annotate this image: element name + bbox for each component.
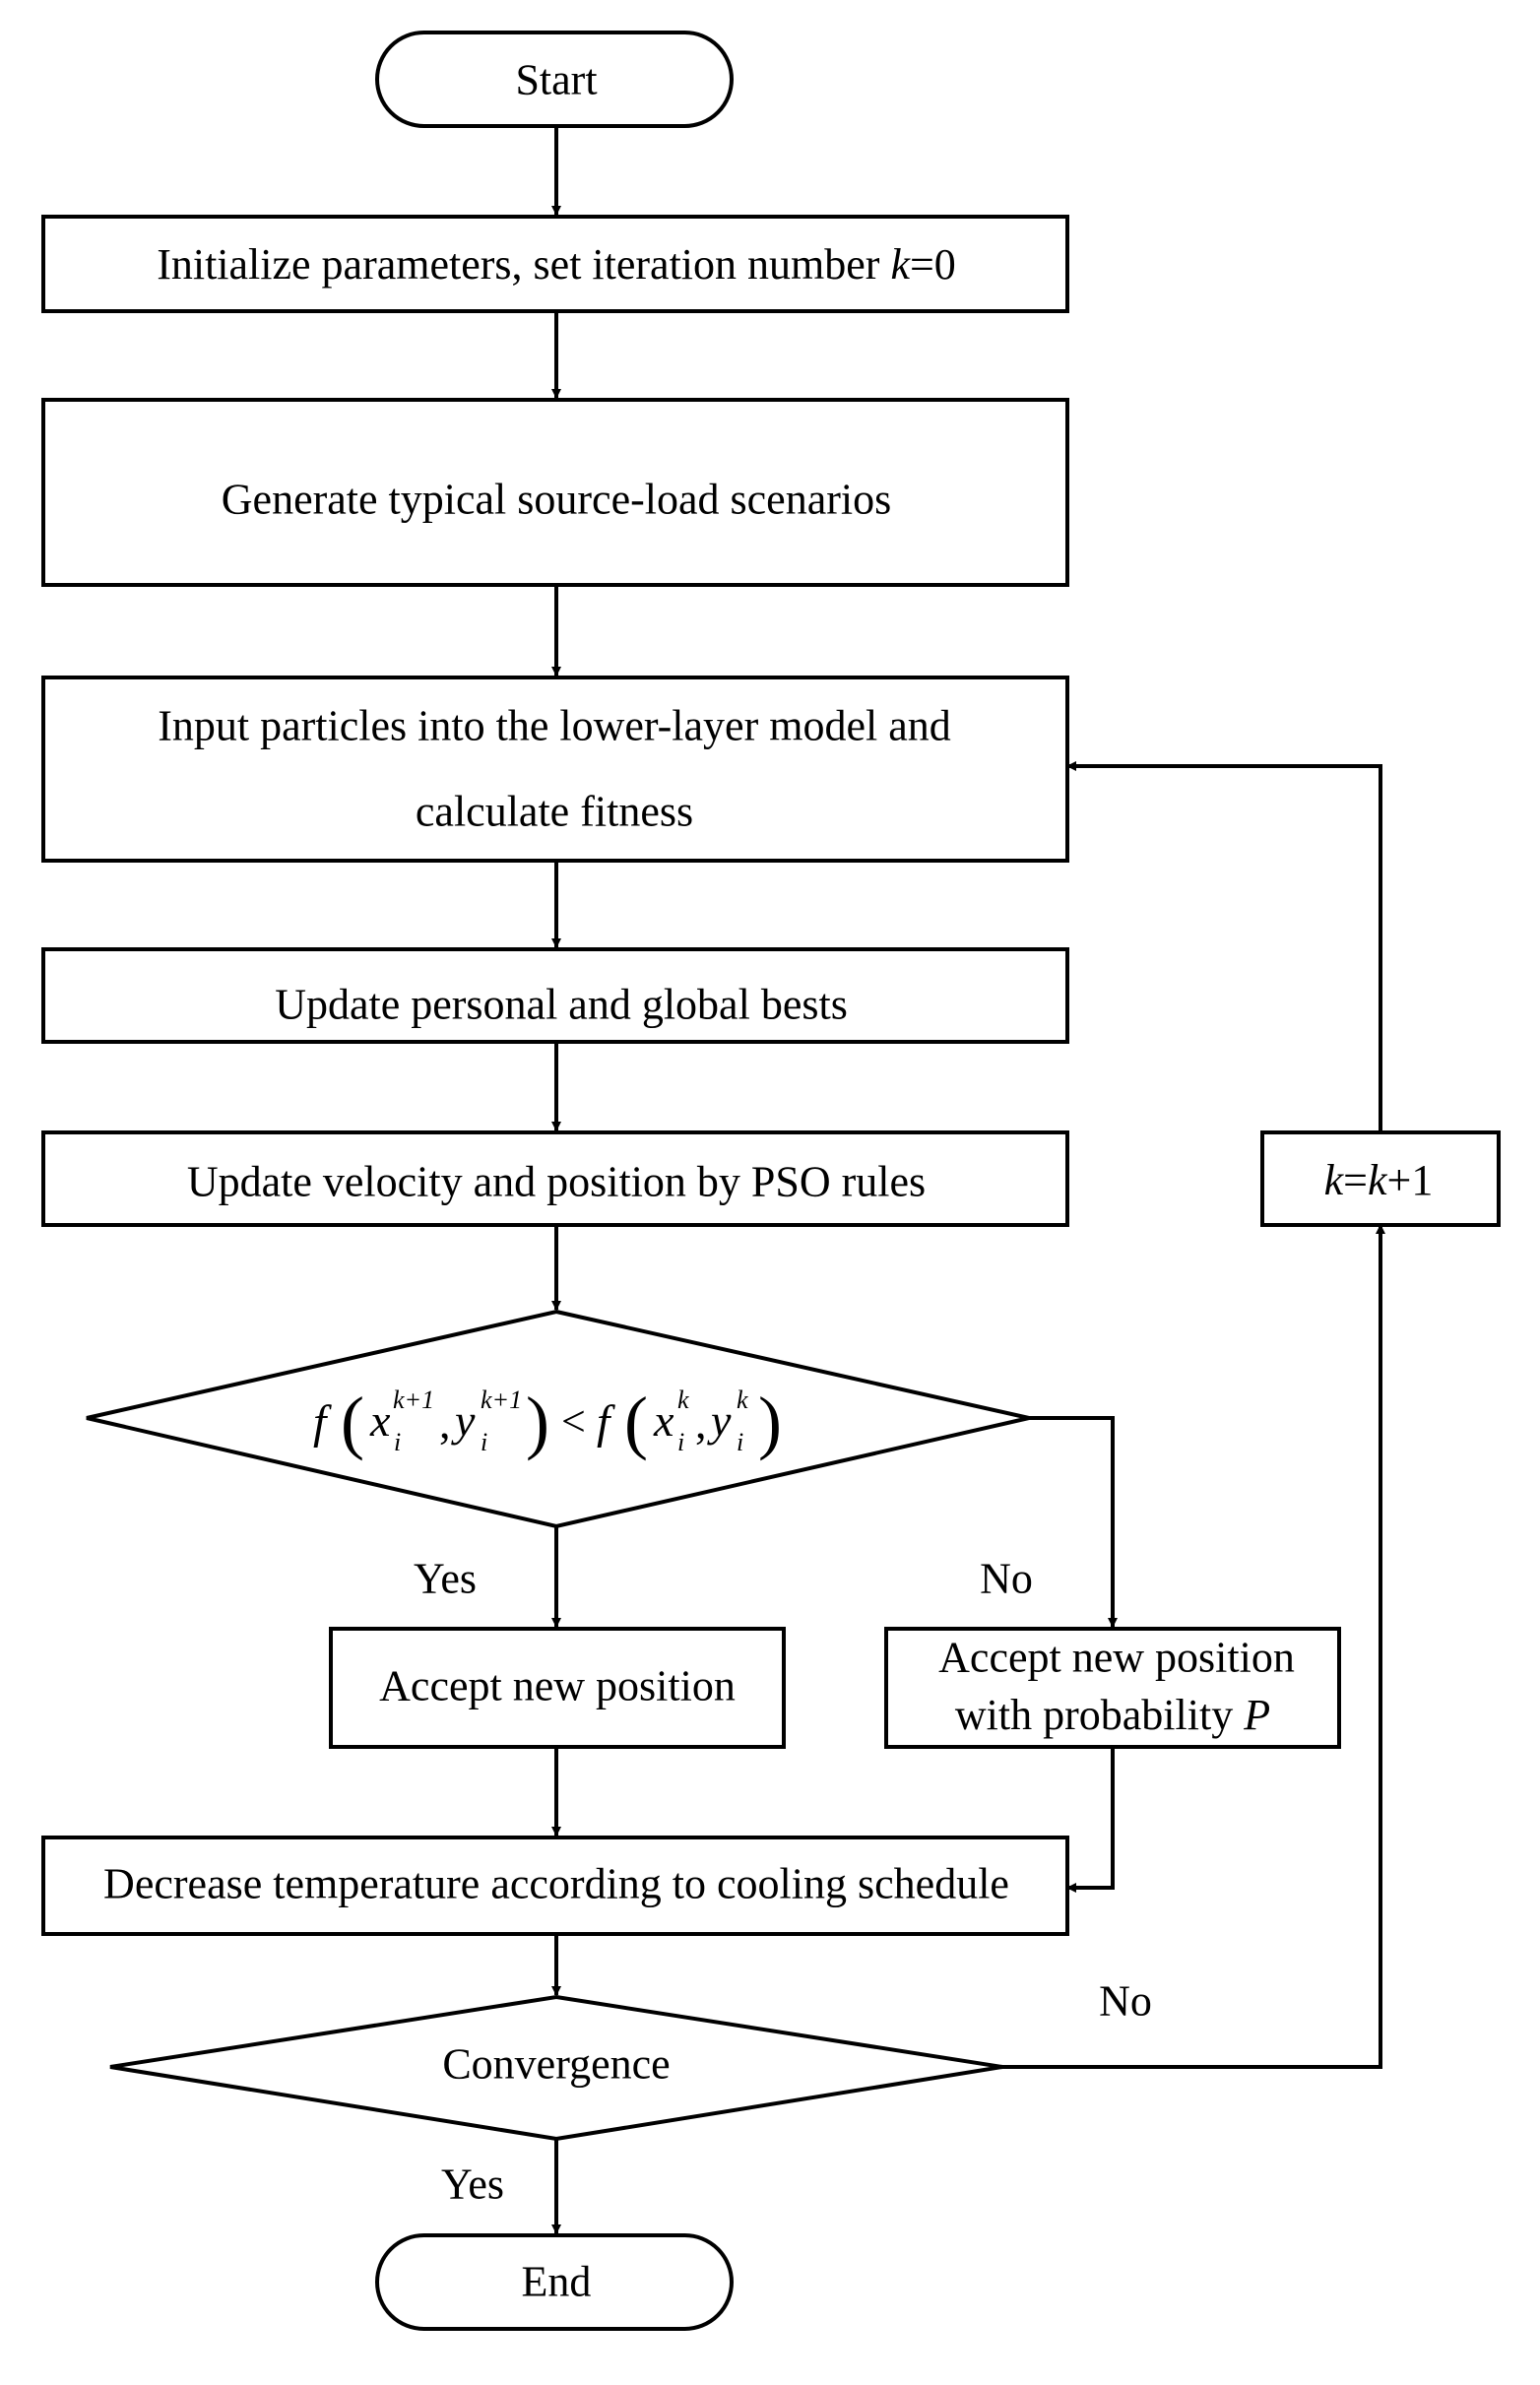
accept-prob-label-line1: Accept new position: [938, 1634, 1295, 1682]
formula-x-right-sub: i: [677, 1428, 684, 1456]
formula-y-left-sub: i: [481, 1428, 487, 1456]
formula-paren-close-left: ): [526, 1383, 549, 1461]
k-update-label: k=k+1: [1324, 1156, 1434, 1204]
decrease-temp-label: Decrease temperature according to coolin…: [103, 1860, 1009, 1908]
formula-less-than: <: [561, 1397, 586, 1446]
init-label: Initialize parameters, set iteration num…: [157, 240, 956, 289]
update-bests-box: [41, 947, 1069, 1044]
formula-paren-open-right: (: [624, 1383, 648, 1461]
condition-formula: f ( x k+1 i , y k+1 i ) < f ( x k i , y …: [313, 1383, 782, 1461]
formula-x-left-sup: k+1: [393, 1386, 434, 1414]
convergence-no-label: No: [1099, 1977, 1152, 2026]
accept-box: [329, 1627, 786, 1749]
accept-prob-label-line2: with probability P: [955, 1691, 1270, 1739]
end-terminal: [375, 2233, 734, 2331]
convergence-label: Convergence: [442, 2040, 670, 2089]
input-label-line2: calculate fitness: [416, 788, 693, 836]
condition-diamond: [86, 1309, 1030, 1529]
update-velocity-label: Update velocity and position by PSO rule…: [187, 1158, 926, 1206]
convergence-diamond: [109, 1994, 1003, 2142]
update-velocity-box: [41, 1130, 1069, 1227]
formula-y-right-sub: i: [737, 1428, 743, 1456]
formula-x-left-sub: i: [394, 1428, 401, 1456]
input-box: [41, 676, 1069, 863]
decrease-temp-box: [41, 1836, 1069, 1936]
connectors: [551, 126, 1385, 2234]
update-bests-label: Update personal and global bests: [275, 981, 848, 1029]
formula-paren-open-left: (: [341, 1383, 364, 1461]
formula-y-right: y: [707, 1395, 732, 1446]
start-label: Start: [515, 56, 597, 104]
end-label: End: [522, 2258, 592, 2306]
init-box: [41, 215, 1069, 313]
formula-x-right-sup: k: [677, 1386, 689, 1414]
formula-y-left: y: [451, 1395, 476, 1446]
start-terminal: [375, 31, 734, 128]
k-update-box: [1260, 1130, 1501, 1227]
condition-no-label: No: [980, 1555, 1033, 1603]
accept-prob-box: [884, 1627, 1341, 1749]
input-label-line1: Input particles into the lower-layer mod…: [158, 702, 951, 750]
formula-y-left-sup: k+1: [481, 1386, 522, 1414]
generate-box: [41, 398, 1069, 587]
formula-x-left: x: [369, 1395, 391, 1446]
arrow-accept-prob-to-decrease: [1066, 1747, 1115, 1893]
convergence-yes-label: Yes: [441, 2160, 504, 2209]
formula-x-right: x: [653, 1395, 674, 1446]
arrow-condition-no-to-accept-prob: [1029, 1416, 1118, 1628]
formula-paren-close-right: ): [758, 1383, 782, 1461]
arrow-k-update-to-input: [1066, 761, 1382, 1130]
formula-comma-left: ,: [439, 1397, 451, 1448]
formula-comma-right: ,: [695, 1397, 707, 1448]
condition-yes-label: Yes: [414, 1555, 477, 1603]
arrow-convergence-no-to-k-update: [1002, 1224, 1385, 2069]
generate-label: Generate typical source-load scenarios: [222, 476, 891, 524]
accept-label: Accept new position: [379, 1662, 736, 1710]
formula-y-right-sup: k: [737, 1386, 748, 1414]
